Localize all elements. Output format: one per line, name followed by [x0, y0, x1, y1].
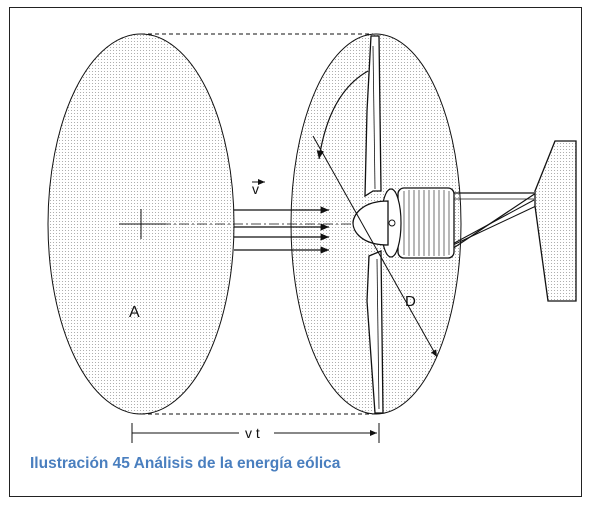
wind-velocity-arrows — [234, 206, 329, 254]
hub-spinner — [352, 200, 389, 246]
blade-upper — [364, 35, 382, 198]
distance-label: v t — [245, 425, 260, 441]
diameter-indicator — [312, 135, 438, 358]
velocity-label: v — [252, 179, 265, 197]
tail-fin — [534, 140, 577, 302]
rotation-arrow — [316, 70, 369, 160]
area-label: A — [129, 304, 140, 321]
nacelle — [380, 187, 455, 259]
rotor-blades — [364, 35, 384, 414]
tail-boom — [442, 192, 537, 256]
figure-frame: v — [9, 7, 582, 497]
blade-lower — [366, 250, 384, 414]
velocity-text: v — [252, 181, 259, 197]
diameter-label: D — [405, 293, 416, 310]
wind-energy-diagram: v — [47, 33, 577, 443]
figure-caption: Ilustración 45 Análisis de la energía eó… — [30, 455, 341, 472]
distance-dimension — [131, 423, 380, 443]
